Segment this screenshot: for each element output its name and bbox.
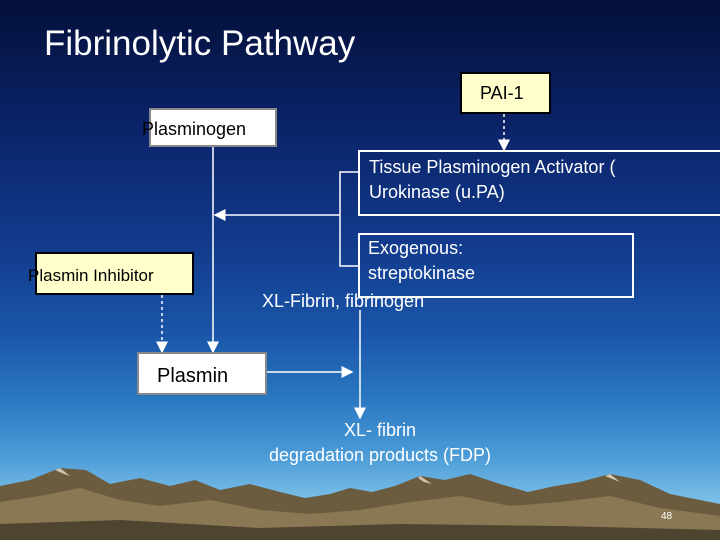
exogenous-label: Exogenous: streptokinase — [368, 236, 475, 286]
page-number: 48 — [661, 511, 673, 522]
tpa-label-line-2: Urokinase (u.PA) — [369, 182, 505, 202]
mountain-background — [0, 468, 720, 540]
tpa-label: Tissue Plasminogen Activator ( Urokinase… — [369, 155, 615, 205]
fdp-label-line-1: XL- fibrin — [343, 420, 417, 440]
exogenous-label-line-2: streptokinase — [368, 263, 476, 283]
slide-title: Fibrinolytic Pathway — [44, 24, 356, 63]
plasminogen-label: Plasminogen — [142, 119, 247, 139]
plasmin-box: Plasmin — [137, 352, 267, 395]
tpa-label-line-1: Tissue Plasminogen Activator ( — [369, 157, 616, 177]
exogenous-label-line-1: Exogenous: — [368, 238, 464, 258]
plasminogen-box: Plasminogen — [142, 108, 277, 147]
xl-fibrin-label: XL-Fibrin, fibrinogen — [262, 291, 425, 311]
fdp-label: XL- fibrin degradation products (FDP) — [220, 418, 540, 468]
fdp-label-line-2: degradation products (FDP) — [268, 445, 492, 465]
exogenous-group-outline — [358, 233, 634, 298]
activator-bracket-line — [339, 171, 358, 267]
plasmin-label: Plasmin — [157, 365, 229, 387]
plasmin-inhibitor-label: Plasmin Inhibitor — [28, 266, 154, 285]
plasmin-inhibitor-box: Plasmin Inhibitor — [28, 252, 194, 295]
pai1-label: PAI-1 — [480, 83, 524, 103]
tpa-group-outline — [358, 150, 720, 216]
pai1-box: PAI-1 — [460, 72, 551, 114]
